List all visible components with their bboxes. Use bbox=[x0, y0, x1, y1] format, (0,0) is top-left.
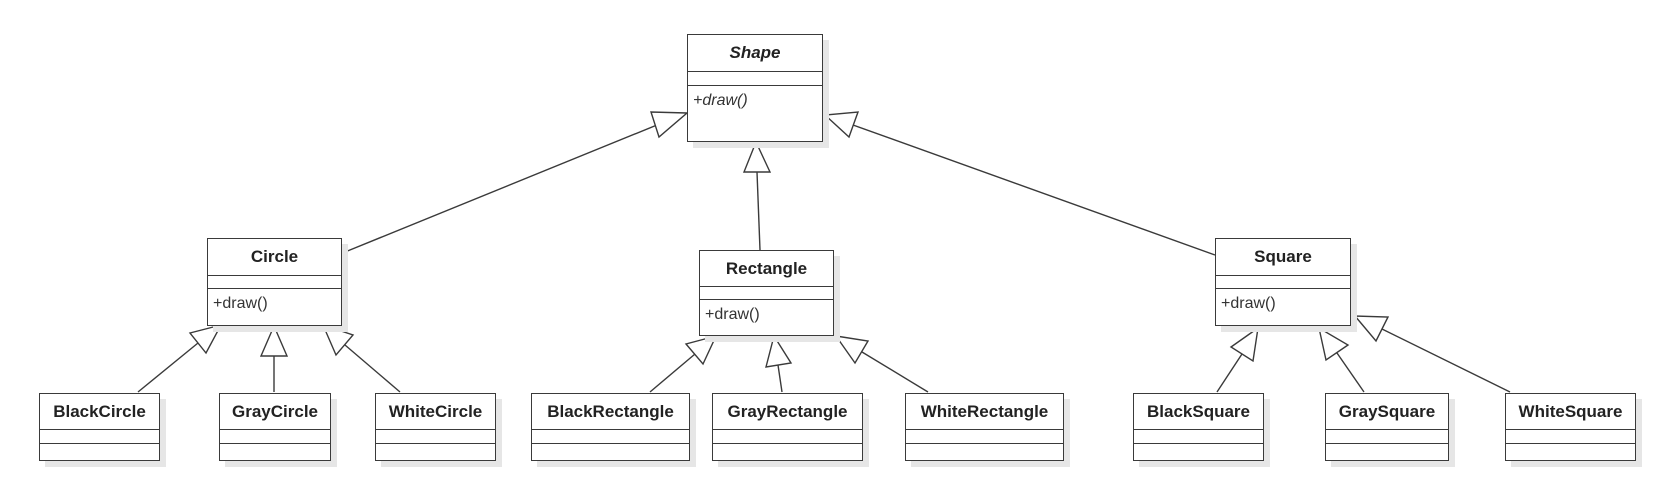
attributes-compartment bbox=[376, 430, 495, 444]
arrowhead-blackrectangle-rectangle bbox=[684, 334, 718, 366]
edge-graysquare-square bbox=[1336, 352, 1365, 393]
attributes-compartment bbox=[688, 72, 822, 86]
arrowhead-graysquare-square bbox=[1317, 326, 1350, 362]
class-name: WhiteRectangle bbox=[906, 394, 1063, 430]
operations-compartment: +draw() bbox=[705, 306, 760, 323]
edge-square-shape bbox=[852, 124, 1216, 256]
class-black-square[interactable]: BlackSquare bbox=[1133, 393, 1264, 461]
class-name: WhiteCircle bbox=[376, 394, 495, 430]
class-name: BlackSquare bbox=[1134, 394, 1263, 430]
attributes-compartment bbox=[220, 430, 330, 444]
class-black-circle[interactable]: BlackCircle bbox=[39, 393, 160, 461]
class-square[interactable]: Square +draw() bbox=[1215, 238, 1351, 326]
class-name: GrayRectangle bbox=[713, 394, 862, 430]
edge-blackcircle-circle bbox=[137, 342, 199, 393]
edge-grayrectangle-rectangle bbox=[777, 364, 783, 393]
arrowhead-grayrectangle-rectangle bbox=[765, 334, 793, 368]
edge-whitesquare-square bbox=[1381, 328, 1511, 393]
arrowhead-blackcircle-circle bbox=[188, 323, 223, 355]
class-name: Circle bbox=[208, 239, 341, 276]
class-name: GraySquare bbox=[1326, 394, 1448, 430]
attributes-compartment bbox=[208, 276, 341, 289]
arrowhead-circle-shape bbox=[650, 111, 689, 139]
attributes-compartment bbox=[40, 430, 159, 444]
class-name: BlackRectangle bbox=[532, 394, 689, 430]
attributes-compartment bbox=[1506, 430, 1635, 444]
class-white-rectangle[interactable]: WhiteRectangle bbox=[905, 393, 1064, 461]
edge-blackrectangle-rectangle bbox=[649, 353, 696, 393]
class-rectangle[interactable]: Rectangle +draw() bbox=[699, 250, 834, 336]
arrowhead-graycircle-circle bbox=[259, 324, 289, 357]
arrowhead-blacksquare-square bbox=[1229, 326, 1259, 363]
class-name: Rectangle bbox=[700, 251, 833, 287]
class-black-rectangle[interactable]: BlackRectangle bbox=[531, 393, 690, 461]
edge-whitecircle-circle bbox=[344, 344, 401, 393]
attributes-compartment bbox=[532, 430, 689, 444]
operations-compartment: +draw() bbox=[693, 92, 748, 109]
operations-compartment: +draw() bbox=[213, 295, 268, 312]
arrowhead-whiterectangle-rectangle bbox=[834, 335, 870, 365]
class-name: GrayCircle bbox=[220, 394, 330, 430]
arrowhead-whitesquare-square bbox=[1353, 315, 1390, 343]
attributes-compartment bbox=[700, 287, 833, 300]
class-circle[interactable]: Circle +draw() bbox=[207, 238, 342, 326]
class-name: Shape bbox=[688, 35, 822, 72]
class-shape[interactable]: Shape +draw() bbox=[687, 34, 823, 142]
edge-blacksquare-square bbox=[1216, 353, 1243, 393]
edge-circle-shape bbox=[344, 124, 658, 253]
attributes-compartment bbox=[713, 430, 862, 444]
class-gray-circle[interactable]: GrayCircle bbox=[219, 393, 331, 461]
arrowhead-rectangle-shape bbox=[742, 140, 772, 173]
arrowhead-whitecircle-circle bbox=[321, 323, 355, 357]
class-name: Square bbox=[1216, 239, 1350, 276]
class-gray-square[interactable]: GraySquare bbox=[1325, 393, 1449, 461]
class-name: WhiteSquare bbox=[1506, 394, 1635, 430]
class-white-circle[interactable]: WhiteCircle bbox=[375, 393, 496, 461]
attributes-compartment bbox=[906, 430, 1063, 444]
class-white-square[interactable]: WhiteSquare bbox=[1505, 393, 1636, 461]
arrowhead-square-shape bbox=[823, 111, 860, 139]
edge-rectangle-shape bbox=[756, 171, 761, 251]
attributes-compartment bbox=[1134, 430, 1263, 444]
operations-compartment: +draw() bbox=[1221, 295, 1276, 312]
class-name: BlackCircle bbox=[40, 394, 159, 430]
attributes-compartment bbox=[1216, 276, 1350, 289]
edge-whiterectangle-rectangle bbox=[861, 351, 929, 393]
class-gray-rectangle[interactable]: GrayRectangle bbox=[712, 393, 863, 461]
attributes-compartment bbox=[1326, 430, 1448, 444]
